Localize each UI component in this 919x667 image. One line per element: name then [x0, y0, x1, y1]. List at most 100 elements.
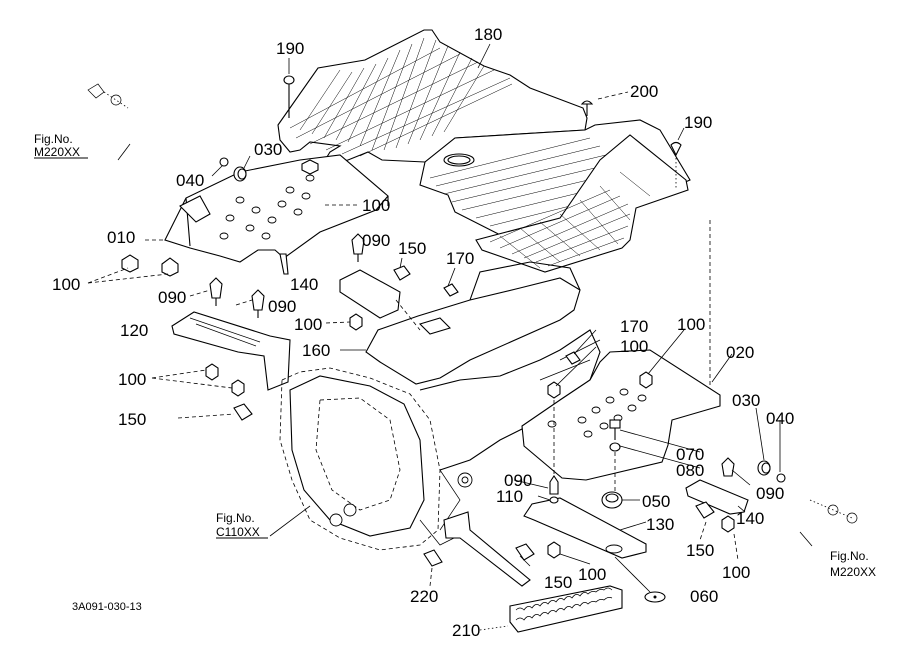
- nut-100-right-front[interactable]: [547, 381, 561, 399]
- label-200[interactable]: 200: [630, 82, 658, 101]
- label-110[interactable]: 110: [496, 487, 523, 506]
- label-090[interactable]: 090: [756, 484, 784, 503]
- label-140[interactable]: 140: [290, 275, 318, 294]
- label-210[interactable]: 210: [452, 621, 480, 640]
- fig-ref-number: M220XX: [34, 145, 80, 159]
- label-080[interactable]: 080: [676, 461, 704, 480]
- fig-ref-number: C110XX: [216, 525, 260, 539]
- label-100[interactable]: 100: [620, 337, 648, 356]
- label-100[interactable]: 100: [294, 315, 322, 334]
- plug-150-top[interactable]: [393, 265, 411, 281]
- floor-mat-180[interactable]: [277, 29, 691, 273]
- stud-140[interactable]: [279, 253, 289, 275]
- nut-100-left-b[interactable]: [161, 257, 179, 277]
- nut-100-center[interactable]: [349, 313, 363, 331]
- clip-200[interactable]: [580, 100, 594, 116]
- bolt-170-right[interactable]: [565, 351, 581, 365]
- fig-ref-prefix: Fig.No.: [216, 511, 255, 525]
- label-010[interactable]: 010: [107, 228, 135, 247]
- clip-190-left[interactable]: [283, 75, 295, 118]
- clip-190-right[interactable]: [670, 141, 682, 157]
- floor-plate-010[interactable]: [164, 154, 389, 263]
- bracket-140-center[interactable]: [339, 269, 401, 319]
- label-030[interactable]: 030: [732, 391, 760, 410]
- label-090[interactable]: 090: [268, 297, 296, 316]
- plug-220[interactable]: [423, 549, 443, 567]
- nut-100-bracket-a[interactable]: [205, 363, 219, 381]
- label-090[interactable]: 090: [504, 471, 532, 490]
- label-100[interactable]: 100: [578, 565, 606, 584]
- fig-ref-prefix: Fig.No.: [830, 549, 869, 563]
- nut-100-plate[interactable]: [301, 159, 319, 175]
- damper-050[interactable]: [601, 491, 623, 509]
- fitting-right-outside: [809, 499, 858, 524]
- label-020[interactable]: 020: [726, 343, 754, 362]
- bolt-090-a[interactable]: [209, 277, 223, 306]
- washer-110[interactable]: [549, 496, 559, 504]
- bracket-130[interactable]: [523, 497, 647, 559]
- label-140[interactable]: 140: [736, 509, 764, 528]
- bracket-140-right[interactable]: [685, 479, 749, 515]
- bracket-120[interactable]: [171, 311, 291, 391]
- label-050[interactable]: 050: [642, 492, 670, 511]
- nut-100-right-bottom[interactable]: [721, 515, 735, 533]
- washer-060[interactable]: [644, 591, 666, 603]
- label-100[interactable]: 100: [677, 315, 705, 334]
- bolt-090-right[interactable]: [721, 457, 735, 477]
- bolt-070[interactable]: [609, 419, 621, 440]
- fig-ref-bottom-right[interactable]: Fig.No. M220XX: [830, 549, 876, 579]
- label-150[interactable]: 150: [686, 541, 714, 560]
- nut-100-right-plate[interactable]: [639, 371, 653, 389]
- label-040[interactable]: 040: [176, 171, 204, 190]
- plug-150-left[interactable]: [233, 403, 253, 421]
- label-220[interactable]: 220: [410, 587, 438, 606]
- label-060[interactable]: 060: [690, 587, 718, 606]
- label-170[interactable]: 170: [620, 317, 648, 336]
- label-100[interactable]: 100: [118, 370, 146, 389]
- floor-plate-020[interactable]: [521, 349, 721, 481]
- fig-ref-number: M220XX: [830, 565, 876, 579]
- nut-100-bottom[interactable]: [547, 541, 561, 559]
- drawing-code: 3A091-030-13: [72, 601, 142, 613]
- label-160[interactable]: 160: [302, 341, 330, 360]
- nut-100-bracket-b[interactable]: [231, 379, 245, 397]
- step-arm[interactable]: [443, 511, 531, 587]
- grommet-030-right[interactable]: [757, 460, 771, 476]
- label-120[interactable]: 120: [120, 321, 148, 340]
- cap-040-left[interactable]: [219, 157, 229, 167]
- label-040[interactable]: 040: [766, 409, 794, 428]
- fig-ref-top-left[interactable]: Fig.No. M220XX: [34, 132, 80, 159]
- fig-ref-prefix: Fig.No.: [34, 132, 73, 146]
- label-190[interactable]: 190: [684, 113, 712, 132]
- bolt-090-bottom[interactable]: [549, 475, 559, 495]
- nut-100-left-a[interactable]: [121, 254, 139, 273]
- label-100[interactable]: 100: [52, 275, 80, 294]
- label-190[interactable]: 190: [276, 39, 304, 58]
- label-030[interactable]: 030: [254, 140, 282, 159]
- fig-ref-center[interactable]: Fig.No. C110XX: [216, 511, 260, 539]
- cover-160[interactable]: [365, 261, 581, 385]
- label-130[interactable]: 130: [646, 515, 674, 534]
- label-150[interactable]: 150: [398, 239, 426, 258]
- cap-040-right[interactable]: [776, 473, 786, 483]
- label-090[interactable]: 090: [362, 231, 390, 250]
- bolt-090-c[interactable]: [351, 233, 365, 262]
- label-090[interactable]: 090: [158, 288, 186, 307]
- label-100[interactable]: 100: [722, 563, 750, 582]
- bolt-090-b[interactable]: [251, 289, 265, 318]
- plug-150-right[interactable]: [695, 501, 715, 519]
- plug-150-bottom[interactable]: [515, 543, 535, 561]
- grommet-030-left[interactable]: [233, 166, 247, 182]
- label-170[interactable]: 170: [446, 249, 474, 268]
- label-180[interactable]: 180: [474, 25, 502, 44]
- bolt-170-top[interactable]: [443, 283, 459, 297]
- label-070[interactable]: 070: [676, 445, 704, 464]
- washer-080[interactable]: [609, 442, 621, 452]
- leader-lines: [87, 43, 813, 631]
- label-100[interactable]: 100: [362, 196, 390, 215]
- step-210[interactable]: [509, 585, 623, 633]
- label-150[interactable]: 150: [118, 410, 146, 429]
- fitting-top-left: [87, 83, 129, 109]
- label-150[interactable]: 150: [544, 573, 572, 592]
